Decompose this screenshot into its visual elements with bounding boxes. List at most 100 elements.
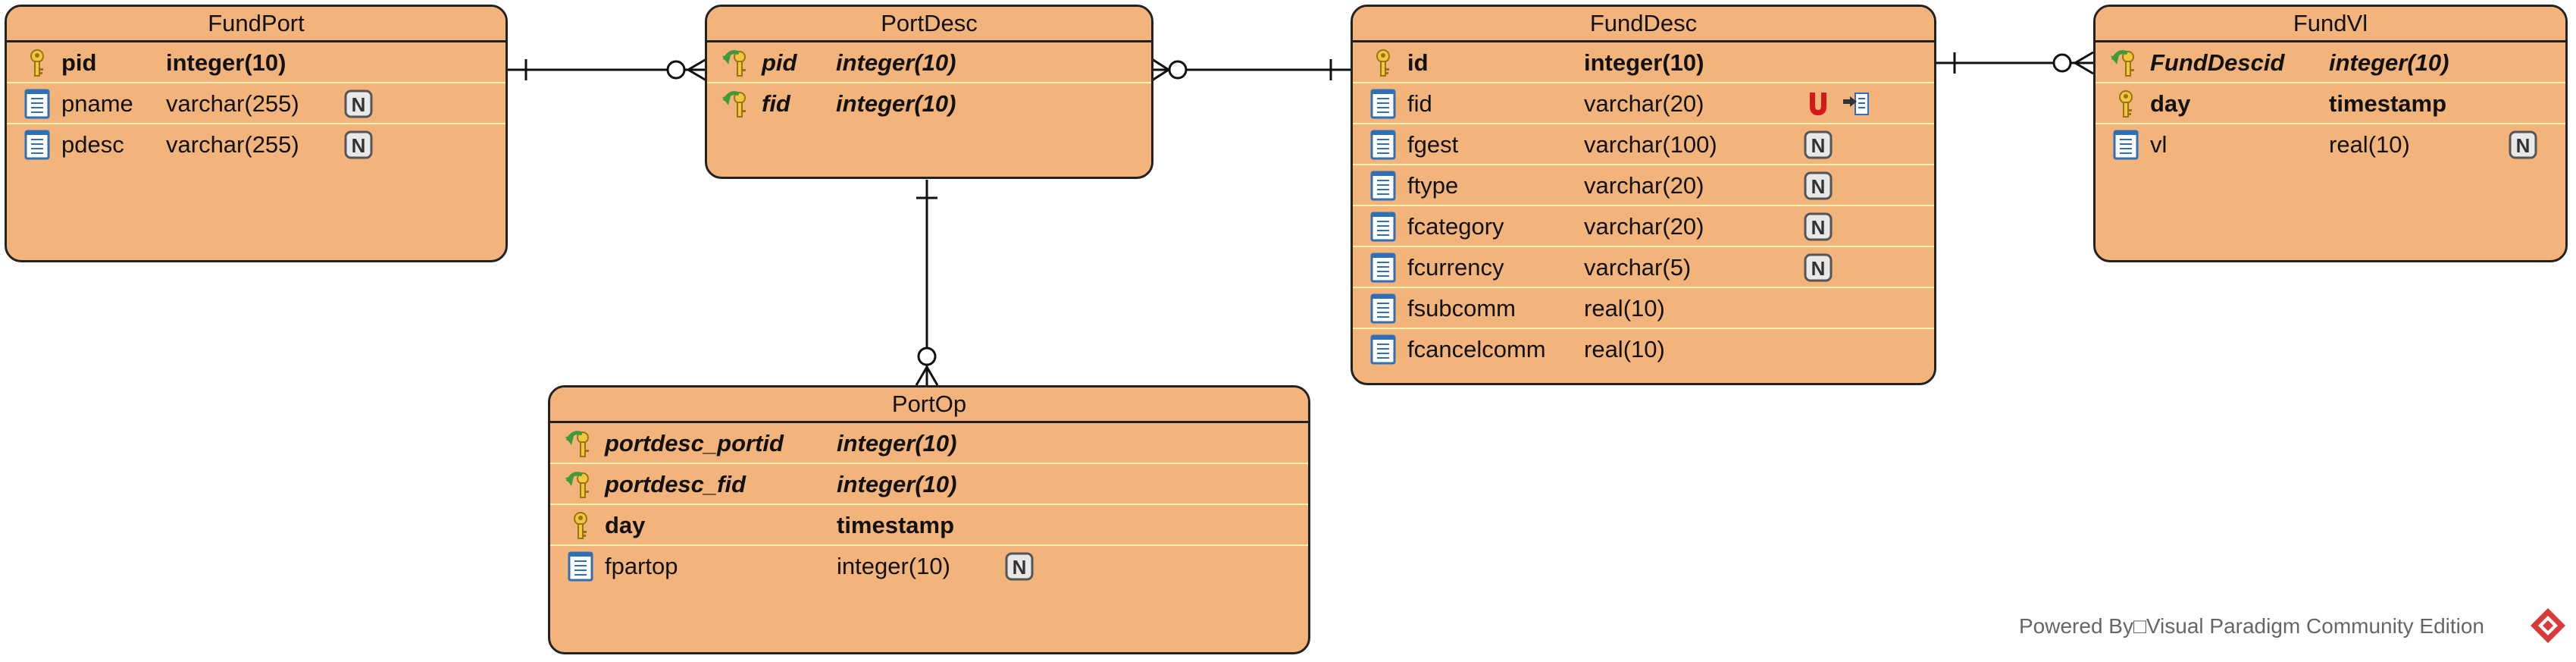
primary-key-icon — [565, 510, 596, 541]
column-type: real(10) — [1584, 336, 1665, 362]
column-row-pdesc[interactable]: pdesc varchar(255) N — [7, 124, 505, 165]
entity-title: FundVl — [2096, 7, 2565, 42]
nullable-badge-icon: N — [344, 89, 373, 118]
column-row-pid[interactable]: pid integer(10) — [707, 42, 1151, 83]
nullable-badge-icon: N — [1804, 253, 1833, 282]
column-name: id — [1407, 49, 1429, 76]
column-name: fpartop — [605, 553, 678, 579]
relationship-funddesc-portdesc[interactable] — [1151, 58, 1351, 82]
column-name: day — [605, 512, 646, 538]
svg-text:N: N — [1811, 257, 1826, 280]
column-type: timestamp — [837, 512, 955, 538]
nullable-badge-icon: N — [344, 130, 373, 159]
relationship-funddesc-fundvl[interactable] — [1936, 51, 2094, 75]
column-row-fid[interactable]: fid varchar(20) — [1353, 83, 1934, 124]
column-icon — [22, 130, 52, 160]
column-type: integer(10) — [2329, 49, 2449, 76]
nullable-badge-icon: N — [1005, 552, 1034, 581]
column-icon — [1368, 334, 1398, 365]
unique-badge-icon — [1804, 89, 1833, 118]
foreign-key-icon — [2111, 48, 2141, 78]
column-row-vl[interactable]: vl real(10) N — [2096, 124, 2565, 165]
column-type: integer(10) — [837, 471, 957, 497]
entity-title: FundPort — [7, 7, 505, 42]
primary-key-icon — [22, 48, 52, 78]
column-icon — [1368, 130, 1398, 160]
primary-key-icon — [2111, 89, 2141, 119]
column-name: fid — [1407, 90, 1432, 117]
column-row-pid[interactable]: pid integer(10) — [7, 42, 505, 83]
column-row-fid[interactable]: fid integer(10) — [707, 83, 1151, 124]
column-row-portdesc_fid[interactable]: portdesc_fid integer(10) — [550, 464, 1308, 505]
foreign-key-icon — [722, 48, 753, 78]
column-type: integer(10) — [1584, 49, 1704, 76]
column-type: varchar(20) — [1584, 90, 1704, 117]
column-name: fcancelcomm — [1407, 336, 1546, 362]
column-name: fsubcomm — [1407, 295, 1516, 322]
svg-text:N: N — [352, 134, 366, 157]
column-row-fcancelcomm[interactable]: fcancelcomm real(10) — [1353, 329, 1934, 370]
svg-text:N: N — [1013, 556, 1027, 579]
column-icon — [565, 551, 596, 582]
entity-portdesc[interactable]: PortDesc pid integer(10) fid integer(10) — [705, 5, 1153, 179]
column-type: timestamp — [2329, 90, 2447, 117]
column-type: varchar(20) — [1584, 172, 1704, 199]
column-name: pdesc — [61, 131, 124, 158]
svg-text:N: N — [1811, 134, 1826, 157]
column-row-id[interactable]: id integer(10) — [1353, 42, 1934, 83]
column-row-fpartop[interactable]: fpartop integer(10) N — [550, 546, 1308, 587]
visual-paradigm-logo-icon — [2527, 605, 2568, 646]
primary-key-icon — [1368, 48, 1398, 78]
column-row-day[interactable]: day timestamp — [550, 505, 1308, 546]
column-type: varchar(255) — [166, 131, 299, 158]
relationship-portdesc-portop[interactable] — [915, 180, 939, 386]
foreign-key-icon — [565, 469, 596, 500]
svg-text:N: N — [1811, 175, 1826, 198]
entity-funddesc[interactable]: FundDesc id integer(10) fid varchar(20) fgest… — [1351, 5, 1936, 385]
column-icon — [2111, 130, 2141, 160]
relationship-fundport-portdesc[interactable] — [507, 58, 707, 82]
nullable-badge-icon: N — [2509, 130, 2537, 159]
nullable-badge-icon: N — [1804, 171, 1833, 200]
column-name: fid — [762, 90, 790, 117]
column-type: integer(10) — [166, 49, 286, 76]
column-type: varchar(20) — [1584, 213, 1704, 240]
column-icon — [1368, 171, 1398, 201]
footer-credit: Powered By□Visual Paradigm Community Edi… — [2019, 614, 2485, 638]
column-name: fgest — [1407, 131, 1459, 158]
column-name: pid — [61, 49, 97, 76]
column-type: varchar(100) — [1584, 131, 1717, 158]
column-name: vl — [2150, 131, 2168, 158]
column-name: FundDescid — [2150, 49, 2285, 76]
column-icon — [1368, 212, 1398, 242]
entity-title: FundDesc — [1353, 7, 1934, 42]
column-name: fcurrency — [1407, 254, 1504, 281]
column-name: portdesc_portid — [605, 430, 784, 456]
column-name: pid — [762, 49, 797, 76]
column-row-fcurrency[interactable]: fcurrency varchar(5) N — [1353, 247, 1934, 288]
column-type: integer(10) — [836, 49, 956, 76]
column-type: varchar(5) — [1584, 254, 1692, 281]
column-type: varchar(255) — [166, 90, 299, 117]
column-row-fgest[interactable]: fgest varchar(100) N — [1353, 124, 1934, 165]
nullable-badge-icon: N — [1804, 212, 1833, 241]
entity-title: PortDesc — [707, 7, 1151, 42]
column-row-funddescid[interactable]: FundDescid integer(10) — [2096, 42, 2565, 83]
column-type: integer(10) — [836, 90, 956, 117]
column-type: real(10) — [2329, 131, 2410, 158]
svg-text:N: N — [352, 93, 366, 116]
column-name: portdesc_fid — [605, 471, 747, 497]
column-type: integer(10) — [837, 553, 950, 579]
entity-title: PortOp — [550, 387, 1308, 423]
